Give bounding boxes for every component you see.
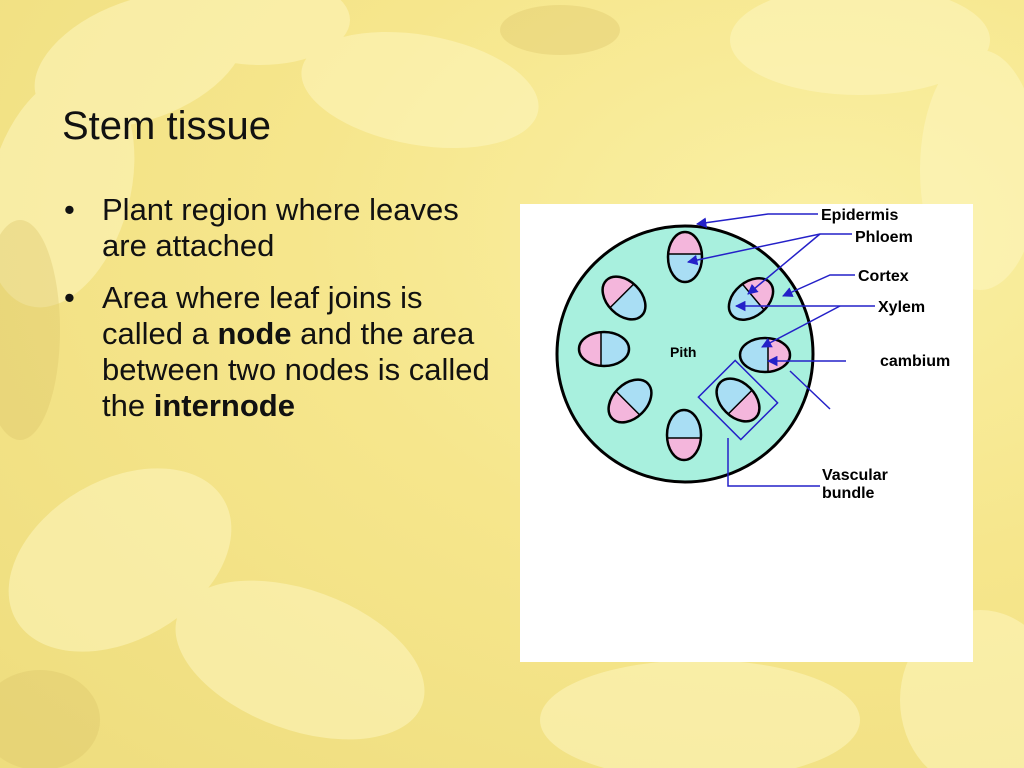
bullet-list: • Plant region where leaves are attached… [62, 192, 502, 440]
bullet-text: Plant region where leaves are attached [102, 192, 459, 263]
bullet-item: • Area where leaf joins is called a node… [62, 280, 502, 424]
cortex-label: Cortex [858, 268, 909, 285]
pith-label: Pith [670, 344, 696, 360]
xylem-label: Xylem [878, 299, 925, 316]
vascular-bundle [666, 230, 704, 284]
vascular-bundle [665, 408, 703, 462]
term-node: node [217, 316, 292, 351]
bullet-text: Area where leaf joins is called a [102, 280, 423, 351]
cambium-pointer [789, 370, 831, 410]
epidermis-label: Epidermis [821, 207, 898, 224]
vascular-bundle [600, 371, 660, 431]
vascular-bundle [708, 370, 768, 430]
term-internode: internode [153, 388, 295, 423]
vascular-bundle-bracket [697, 359, 779, 441]
label-pointers [686, 213, 875, 487]
phloem-region [667, 438, 701, 460]
slide-title: Stem tissue [62, 104, 271, 148]
cortex-pointer [782, 274, 855, 297]
phloem-region [668, 232, 702, 254]
stem-cross-section-figure: Pith [520, 204, 973, 662]
bullet-item: • Plant region where leaves are attached [62, 192, 502, 264]
vascular-label-line2: bundle [822, 485, 875, 502]
bullet-text: and the area between two nodes is called… [102, 316, 490, 423]
vascular-bundle-pointer [727, 438, 820, 487]
vascular-bundle [594, 268, 654, 328]
phloem-region [579, 332, 601, 366]
bullet-dot: • [64, 192, 75, 227]
bullet-dot: • [64, 280, 75, 315]
epidermis-pointer [695, 213, 818, 228]
xylem-region [601, 332, 629, 366]
stem-diagram: Pith [555, 207, 950, 502]
vascular-bundle [738, 336, 792, 374]
phloem-pointer [747, 233, 821, 295]
xylem-region [740, 338, 768, 372]
phloem-label: Phloem [855, 229, 913, 246]
vascular-label-line1: Vascular [822, 467, 888, 484]
xylem-pointer [761, 305, 841, 348]
vascular-bundle [577, 330, 631, 368]
cambium-label: cambium [880, 353, 950, 370]
vascular-bundles [577, 230, 792, 462]
